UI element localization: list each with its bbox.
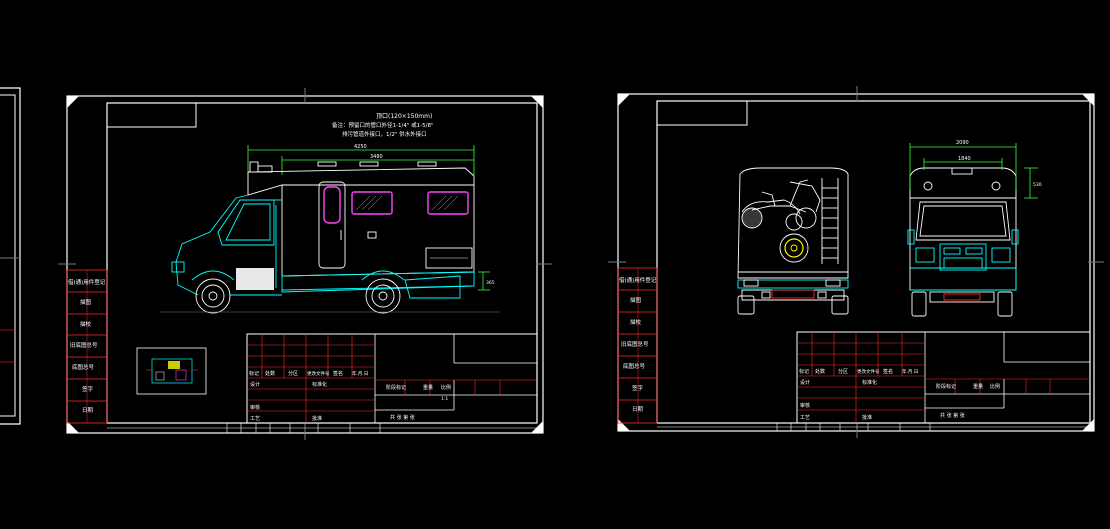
tb-approve: 批准: [862, 414, 872, 421]
partial-sheet-left: [0, 87, 21, 425]
label-base-no: 底图总号: [623, 362, 646, 370]
label-registry: 借(通)用件登记: [68, 278, 106, 286]
motorhome-rear-view[interactable]: [737, 167, 849, 315]
note-drain: 排污管道外接口，1/2" 供水外接口: [342, 130, 427, 138]
tb-header-zone: 分区: [288, 370, 298, 377]
motorhome-side-view[interactable]: [160, 161, 500, 314]
tb-standardize: 标准化: [862, 379, 877, 386]
tb-header-mark: 标记: [799, 368, 809, 375]
drawing-sheet-end-views[interactable]: 借(通)用件登记 描图 描校 旧底图总号 底图总号 签字 日期: [608, 86, 1104, 438]
tb-header-count: 处数: [815, 368, 825, 375]
floor-plan-inset: [136, 347, 207, 395]
tb-row-design: 设计: [800, 379, 810, 386]
tb-header-mark: 标记: [249, 370, 259, 377]
tb-row-design: 设计: [250, 381, 260, 388]
tb-scale-label: 比例: [441, 384, 451, 391]
tb-header-count: 处数: [265, 370, 275, 377]
label-registry: 借(通)用件登记: [619, 276, 657, 284]
label-base-no: 底图总号: [72, 363, 95, 371]
tb-header-sign: 签名: [333, 370, 343, 377]
tb-header-change: 更改文件号: [307, 370, 330, 377]
drawing-number-box: [106, 102, 197, 128]
tb-header-date: 年.月.日: [902, 368, 918, 375]
tb-weight: 重量: [973, 383, 983, 390]
note-vent: 顶口(120×150mm): [376, 113, 432, 120]
center-marks: [608, 86, 1104, 438]
dim-top-height: 530: [1033, 182, 1042, 188]
dim-overall-width: 2090: [956, 140, 969, 146]
label-signature: 签字: [82, 385, 94, 393]
note-pipe: 备注：预留口的管口外径1-1/4" 或1-5/8": [332, 121, 433, 129]
dim-inner-width: 1840: [958, 156, 971, 162]
side-label-column: 借(通)用件登记 描图 描校 旧底图总号 底图总号 签字 日期: [66, 269, 108, 424]
dim-body-length: 3480: [370, 154, 383, 160]
drawing-sheet-side-view[interactable]: 借(通)用件登记 描图 描校 旧底图总号 底图总号 签字 日期 顶口(120×1…: [58, 88, 552, 440]
tb-sheet-count: 共 张 第 张: [940, 412, 965, 419]
dimension-lines: [247, 145, 490, 291]
tb-standardize: 标准化: [312, 381, 327, 388]
motorhome-front-view[interactable]: [907, 167, 1019, 317]
dim-overall-length: 4250: [354, 144, 367, 150]
drawing-number-box: [656, 100, 748, 126]
tb-stage-mark: 阶段标记: [936, 383, 956, 390]
tb-stage-mark: 阶段标记: [386, 384, 406, 391]
corner-marks: [618, 94, 1094, 431]
tb-row-process: 工艺: [250, 416, 260, 422]
bottom-ruler: [107, 423, 537, 433]
label-date: 日期: [82, 407, 94, 414]
tb-approve: 批准: [312, 415, 322, 422]
label-drawing: 描图: [630, 296, 642, 304]
side-label-column: 借(通)用件登记 描图 描校 旧底图总号 底图总号 签字 日期: [617, 267, 658, 424]
tb-sheet-count: 共 张 第 张: [390, 414, 415, 421]
label-signature: 签字: [632, 384, 644, 392]
dimension-lines: [909, 143, 1038, 199]
label-date: 日期: [632, 406, 644, 413]
tb-weight: 重量: [423, 384, 433, 391]
tb-header-sign: 签名: [883, 368, 893, 375]
bottom-ruler: [657, 423, 1090, 431]
label-old-base-no: 描图: [80, 298, 92, 306]
title-block[interactable]: 标记 处数 分区 更改文件号 签名 年.月.日 设计 审核 工艺 标准化 批准 …: [246, 333, 538, 424]
tb-header-change: 更改文件号: [857, 368, 880, 375]
tb-row-process: 工艺: [800, 415, 810, 421]
tb-row-review: 审核: [800, 402, 810, 409]
label-old-base: 旧底图总号: [621, 340, 649, 348]
label-proofread: 描校: [630, 318, 642, 326]
tb-scale-value: 1:1: [441, 396, 448, 402]
dim-ground-clearance: 365: [486, 280, 495, 286]
center-marks: [58, 88, 552, 440]
corner-marks: [67, 96, 543, 433]
drawing-notes: 顶口(120×150mm) 备注：预留口的管口外径1-1/4" 或1-5/8" …: [332, 113, 433, 138]
label-old-base: 旧底图总号: [70, 341, 98, 349]
label-proofread: 描校: [80, 320, 92, 328]
title-block[interactable]: 标记 处数 分区 更改文件号 签名 年.月.日 设计 审核 工艺 标准化 批准 …: [796, 331, 1091, 424]
tb-header-zone: 分区: [838, 368, 848, 375]
scooter-icon: [741, 179, 821, 231]
tb-header-date: 年.月.日: [352, 370, 368, 377]
tb-row-review: 审核: [250, 404, 260, 411]
tb-scale-label: 比例: [990, 383, 1000, 390]
